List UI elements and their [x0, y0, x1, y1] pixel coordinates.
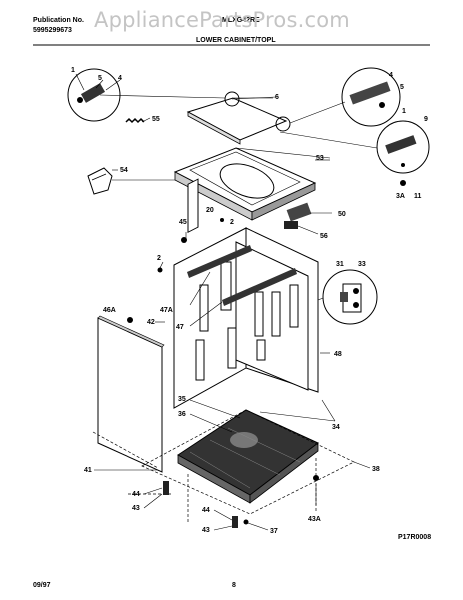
callout-55: 55 — [152, 116, 160, 123]
model-number: MLXG42RE — [222, 17, 260, 24]
callout-43a: 43A — [308, 516, 321, 523]
leveling-leg — [163, 475, 319, 528]
publication-number: 5995299673 — [33, 27, 72, 34]
detail-circle-lid-switch — [376, 120, 430, 174]
cabinet-part — [173, 178, 319, 409]
switch-part — [284, 202, 312, 229]
callout-1: 1 — [71, 67, 75, 74]
screw-part — [220, 218, 224, 222]
callout-3a: 3A — [396, 193, 405, 200]
callout-47a: 47A — [160, 307, 173, 314]
base-part — [177, 409, 319, 504]
front-panel-part — [97, 315, 165, 473]
screw-part — [243, 519, 249, 525]
callout-45: 45 — [179, 219, 187, 226]
screw-part — [157, 267, 163, 273]
detail-circle-hinge-left — [67, 68, 121, 122]
callout-54: 54 — [120, 167, 128, 174]
callout-1: 1 — [402, 108, 406, 115]
detail-circle-bracket — [322, 269, 378, 325]
callout-4: 4 — [389, 72, 393, 79]
lid-part — [186, 91, 291, 145]
callout-6: 6 — [275, 94, 279, 101]
callout-34: 34 — [332, 424, 340, 431]
callout-38: 38 — [372, 466, 380, 473]
callout-50: 50 — [338, 211, 346, 218]
callout-44: 44 — [202, 507, 210, 514]
callout-43: 43 — [202, 527, 210, 534]
callout-2: 2 — [230, 219, 234, 226]
screw-part — [127, 317, 133, 323]
callout-47: 47 — [176, 324, 184, 331]
callout-9: 9 — [424, 116, 428, 123]
dispenser-part — [87, 167, 113, 195]
callout-35: 35 — [178, 396, 186, 403]
screw-part — [401, 163, 405, 167]
callout-33: 33 — [358, 261, 366, 268]
callout-43: 43 — [132, 505, 140, 512]
callouts: 1 4 5 4 5 1 6 55 9 54 53 3A 11 50 56 45 … — [71, 67, 428, 535]
callout-56: 56 — [320, 233, 328, 240]
screw-part — [181, 237, 187, 243]
callout-2: 2 — [157, 255, 161, 262]
callout-31: 31 — [336, 261, 344, 268]
spring-part — [125, 117, 145, 124]
callout-48: 48 — [334, 351, 342, 358]
callout-42: 42 — [147, 319, 155, 326]
publication-label: Publication No. — [33, 17, 84, 24]
figure-code: P17R0008 — [398, 534, 432, 541]
callout-36: 36 — [178, 411, 186, 418]
leader-line — [279, 131, 378, 149]
callout-20: 20 — [206, 207, 214, 214]
page-number: 8 — [232, 582, 236, 589]
footer-date: 09/97 — [33, 582, 51, 589]
callout-46a: 46A — [103, 307, 116, 314]
callout-5: 5 — [400, 84, 404, 91]
leader-lines — [75, 73, 371, 531]
callout-53: 53 — [316, 155, 324, 162]
watermark: AppliancePartsPros.com — [94, 8, 350, 32]
callout-41: 41 — [84, 467, 92, 474]
section-title: LOWER CABINET/TOPL — [196, 37, 276, 44]
callout-11: 11 — [414, 193, 422, 200]
detail-circle-hinge-right — [341, 67, 401, 127]
screw-part — [400, 180, 406, 186]
callout-37: 37 — [270, 528, 278, 535]
top-panel-part — [173, 147, 317, 221]
callout-4: 4 — [118, 75, 122, 82]
callout-5: 5 — [98, 75, 102, 82]
callout-44: 44 — [132, 491, 140, 498]
